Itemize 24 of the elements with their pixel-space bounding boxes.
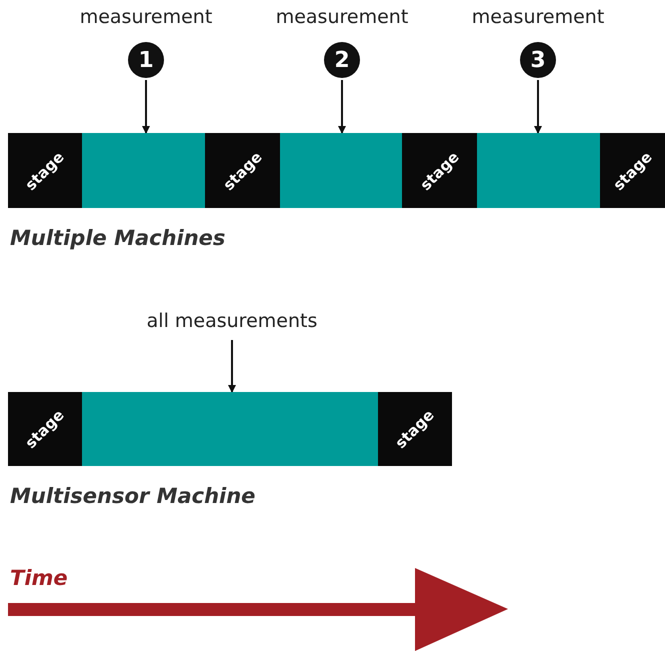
arrow xyxy=(338,80,346,134)
process-segment xyxy=(477,133,600,208)
arrow xyxy=(534,80,542,134)
stage-block xyxy=(600,133,665,208)
numbered-circle: 1 xyxy=(128,42,164,78)
caption: Multisensor Machine xyxy=(10,484,256,508)
arrow xyxy=(228,340,236,393)
arrow xyxy=(142,80,150,134)
stage-block xyxy=(8,392,82,466)
caption: Time xyxy=(10,566,68,590)
numbered-circle: 3 xyxy=(520,42,556,78)
process-segment xyxy=(82,133,205,208)
caption: Multiple Machines xyxy=(10,226,226,250)
process-segment xyxy=(82,392,378,466)
stage-block xyxy=(378,392,452,466)
process-segment xyxy=(280,133,402,208)
measurement-label: measurement xyxy=(472,6,604,28)
numbered-circle: 2 xyxy=(324,42,360,78)
stage-block xyxy=(8,133,82,208)
stage-block xyxy=(205,133,280,208)
measurement-label: all measurements xyxy=(146,310,318,332)
measurement-label: measurement xyxy=(80,6,212,28)
stage-block xyxy=(402,133,477,208)
measurement-label: measurement xyxy=(276,6,408,28)
